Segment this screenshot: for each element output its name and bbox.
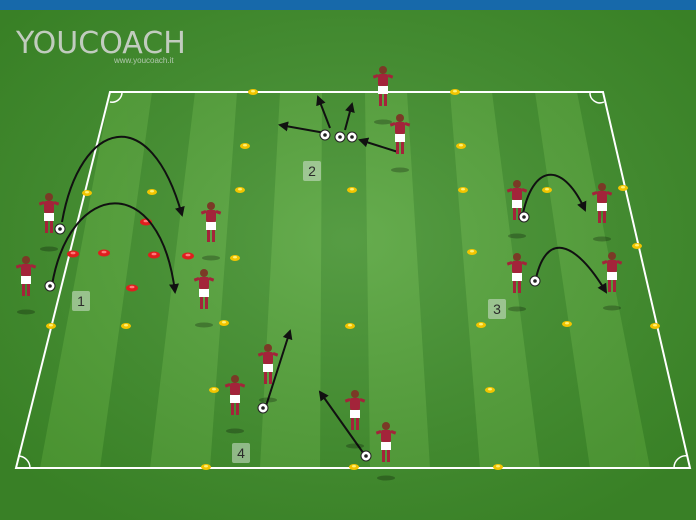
pitch-boundary — [14, 91, 692, 469]
movement-arrow-icon — [344, 102, 355, 131]
movement-arrow-icon — [534, 246, 608, 294]
soccer-ball-icon — [334, 131, 346, 143]
zone-label-3: 3 — [488, 299, 506, 319]
movement-arrow-icon — [278, 121, 326, 134]
soccer-ball-icon — [346, 131, 358, 143]
pitch — [0, 10, 696, 520]
soccer-ball-icon — [319, 129, 331, 141]
soccer-ball-icon — [360, 450, 372, 462]
movement-arrow-icon — [522, 173, 587, 214]
soccer-ball-icon — [257, 402, 269, 414]
corner-arc — [109, 91, 123, 103]
corner-arc — [17, 455, 31, 469]
soccer-ball-icon — [518, 211, 530, 223]
zone-label-1: 1 — [72, 291, 90, 311]
logo-url: www.youcoach.it — [114, 56, 174, 65]
movement-arrow-icon — [316, 95, 331, 129]
movement-arrow-icon — [265, 329, 293, 407]
top-bar — [0, 0, 696, 10]
movement-arrow-icon — [51, 202, 179, 294]
corner-arc — [673, 455, 689, 469]
zone-label-2: 2 — [303, 161, 321, 181]
zone-label-4: 4 — [232, 443, 250, 463]
youcoach-logo: YOUCOACH — [16, 26, 186, 61]
soccer-ball-icon — [529, 275, 541, 287]
corner-arc — [589, 91, 605, 104]
soccer-ball-icon — [44, 280, 56, 292]
movement-arrow-icon — [358, 137, 399, 153]
soccer-ball-icon — [54, 223, 66, 235]
movement-arrow-icon — [61, 136, 185, 223]
